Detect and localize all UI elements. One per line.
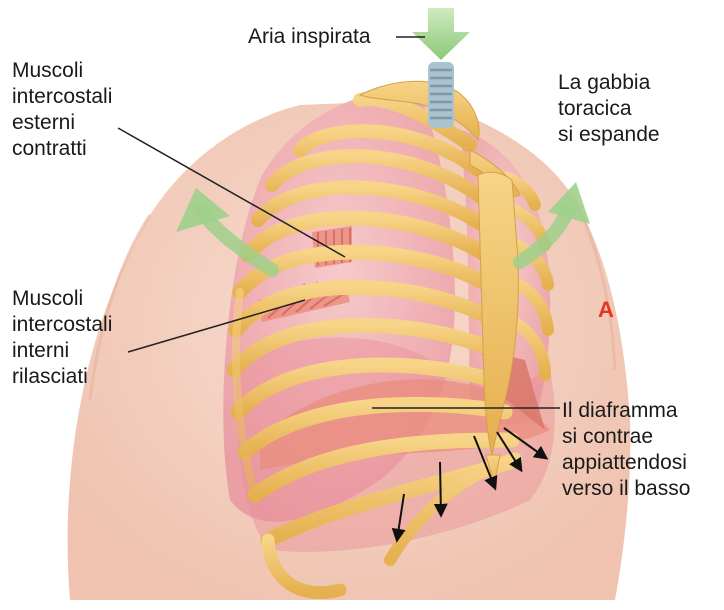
rib-cage-label: La gabbia toracica si espande (558, 70, 660, 148)
air-inspired-label: Aria inspirata (248, 24, 371, 50)
trachea (428, 62, 454, 128)
internal-intercostal-label: Muscoli intercostali interni rilasciati (12, 286, 112, 390)
external-intercostal-label: Muscoli intercostali esterni contratti (12, 58, 112, 162)
inspired-air-arrow (412, 8, 470, 60)
panel-marker: A (598, 297, 614, 323)
diaphragm-label: Il diaframma si contrae appiattendosi ve… (562, 398, 690, 502)
